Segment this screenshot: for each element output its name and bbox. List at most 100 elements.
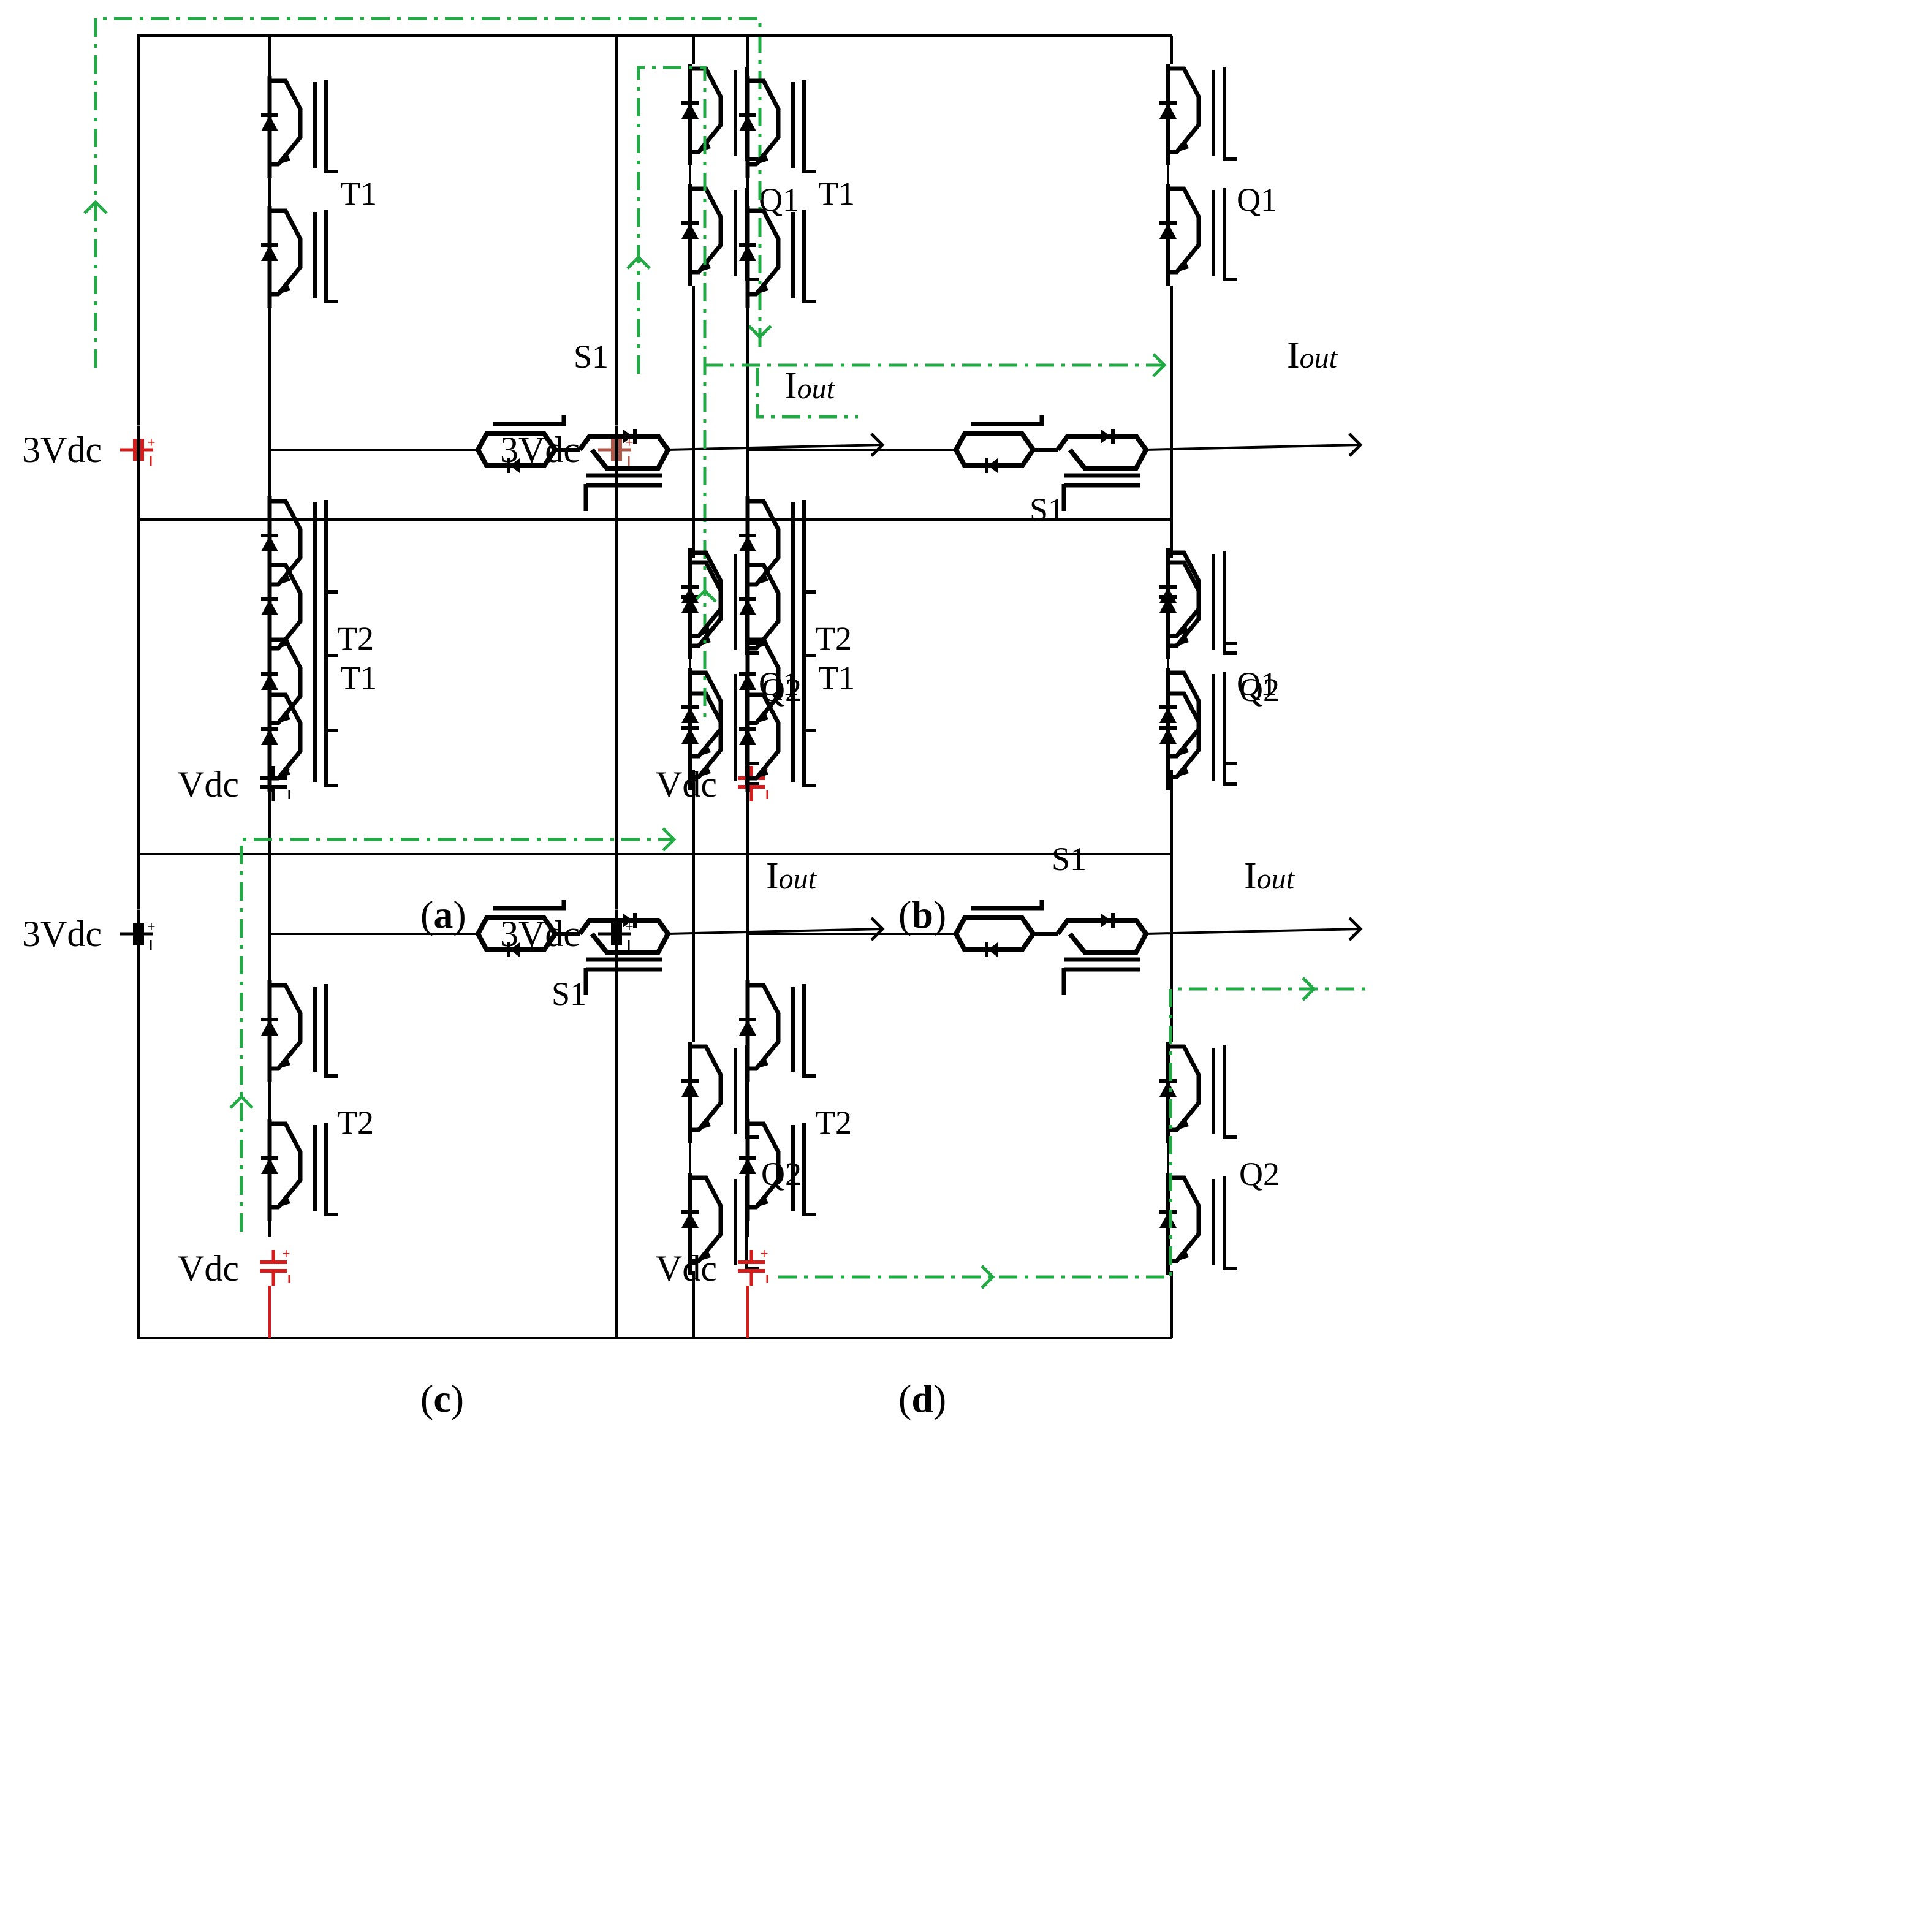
source-3vdc-capacitor: + bbox=[598, 435, 634, 466]
source-vdc-label: Vdc bbox=[656, 764, 717, 805]
current-arrow-right-bottom bbox=[981, 1265, 995, 1289]
current-arrow-up bbox=[626, 255, 651, 270]
caption-letter: d bbox=[911, 1377, 933, 1420]
source-vdc-label: Vdc bbox=[178, 764, 239, 805]
label-s1: S1 bbox=[552, 975, 586, 1012]
current-path bbox=[637, 66, 707, 717]
current-arrow-right-top bbox=[1302, 977, 1316, 1001]
output-arrowhead bbox=[870, 433, 885, 457]
plus-sign: + bbox=[625, 435, 634, 451]
output-arrowhead bbox=[1348, 917, 1363, 941]
output-arrowhead bbox=[1348, 433, 1363, 457]
caption-open-paren: ( bbox=[898, 893, 911, 936]
source-3vdc-label: 3Vdc bbox=[22, 430, 102, 470]
label-t1: T1 bbox=[340, 659, 377, 696]
label-s1: S1 bbox=[574, 338, 609, 375]
output-wire bbox=[1145, 444, 1361, 451]
q1-upper-igbt bbox=[1159, 64, 1237, 165]
plus-sign: + bbox=[147, 919, 156, 935]
plus-sign: + bbox=[282, 1246, 290, 1262]
panel-caption: (a) bbox=[420, 893, 466, 936]
label-t1: T1 bbox=[340, 175, 377, 212]
output-current-subscript: out bbox=[1257, 863, 1296, 895]
output-current-label: Iout bbox=[1287, 335, 1338, 376]
caption-close-paren: ) bbox=[453, 893, 466, 936]
panel-caption: (b) bbox=[898, 893, 946, 936]
outer-frame bbox=[615, 34, 1172, 855]
t1-upper-igbt bbox=[739, 76, 816, 178]
output-current-subscript: out bbox=[779, 863, 818, 895]
source-3vdc-label: 3Vdc bbox=[500, 430, 580, 470]
t1-upper-igbt bbox=[261, 76, 338, 178]
source-vdc-capacitor: + bbox=[738, 1246, 768, 1286]
caption-close-paren: ) bbox=[451, 1377, 464, 1420]
outer-frame bbox=[137, 518, 694, 1339]
label-q2: Q2 bbox=[761, 1156, 802, 1192]
label-q1: Q1 bbox=[1237, 665, 1277, 702]
outer-frame bbox=[137, 34, 694, 855]
source-3vdc-label: 3Vdc bbox=[22, 914, 102, 954]
q1-lower-igbt bbox=[1159, 668, 1237, 770]
current-arrow-down bbox=[748, 325, 772, 339]
t2-lower-igbt bbox=[261, 1119, 338, 1221]
label-t2: T2 bbox=[337, 620, 374, 657]
label-q1: Q1 bbox=[1237, 181, 1277, 218]
output-current-symbol: I bbox=[766, 855, 779, 897]
t1-upper-igbt bbox=[261, 560, 338, 662]
current-arrow-right bbox=[1152, 353, 1167, 377]
output-wire bbox=[667, 928, 883, 935]
label-t2: T2 bbox=[815, 620, 852, 657]
output-current-label: Iout bbox=[766, 855, 818, 897]
bidirectional-switch-s1 bbox=[956, 900, 1146, 995]
t2-upper-igbt bbox=[739, 980, 816, 1082]
caption-open-paren: ( bbox=[420, 1377, 433, 1420]
label-q2: Q2 bbox=[1239, 1156, 1280, 1192]
source-vdc-label: Vdc bbox=[656, 1248, 717, 1289]
panel-caption: (d) bbox=[898, 1377, 946, 1420]
current-path bbox=[778, 987, 1373, 1279]
label-q2: Q2 bbox=[1239, 672, 1280, 708]
t2-upper-igbt bbox=[261, 980, 338, 1082]
current-arrow-up-lower bbox=[692, 588, 717, 603]
output-current-symbol: I bbox=[1287, 335, 1300, 376]
current-arrow-right bbox=[662, 827, 677, 852]
output-current-label: Iout bbox=[784, 365, 836, 407]
output-current-subscript: out bbox=[1300, 342, 1338, 374]
t1-upper-igbt bbox=[739, 560, 816, 662]
source-3vdc-capacitor: + bbox=[120, 435, 156, 466]
q1-lower-igbt bbox=[1159, 184, 1237, 286]
output-current-symbol: I bbox=[1244, 855, 1257, 897]
caption-close-paren: ) bbox=[933, 893, 946, 936]
source-vdc-capacitor: + bbox=[260, 1246, 290, 1286]
plus-sign: + bbox=[625, 919, 634, 935]
output-current-symbol: I bbox=[784, 365, 797, 407]
output-arrowhead bbox=[870, 917, 885, 941]
label-s1: S1 bbox=[1030, 491, 1064, 528]
t1-lower-igbt bbox=[261, 690, 338, 792]
source-3vdc-capacitor: + bbox=[598, 919, 634, 950]
current-arrow-up bbox=[229, 1094, 254, 1109]
source-vdc-label: Vdc bbox=[178, 1248, 239, 1289]
current-path-out bbox=[756, 368, 858, 419]
caption-close-paren: ) bbox=[933, 1377, 946, 1420]
output-current-label: Iout bbox=[1244, 855, 1296, 897]
plus-sign: + bbox=[760, 1246, 768, 1262]
label-t1: T1 bbox=[818, 659, 855, 696]
t1-lower-igbt bbox=[739, 206, 816, 308]
t2-lower-igbt bbox=[739, 1119, 816, 1221]
source-3vdc-label: 3Vdc bbox=[500, 914, 580, 954]
output-current-subscript: out bbox=[797, 373, 836, 405]
t1-lower-igbt bbox=[261, 206, 338, 308]
label-s1: S1 bbox=[1052, 841, 1087, 877]
caption-letter: a bbox=[433, 893, 453, 936]
label-t2: T2 bbox=[337, 1104, 374, 1141]
caption-open-paren: ( bbox=[420, 893, 433, 936]
label-t2: T2 bbox=[815, 1104, 852, 1141]
caption-letter: c bbox=[433, 1377, 450, 1420]
label-t1: T1 bbox=[818, 175, 855, 212]
source-3vdc-capacitor: + bbox=[120, 919, 156, 950]
